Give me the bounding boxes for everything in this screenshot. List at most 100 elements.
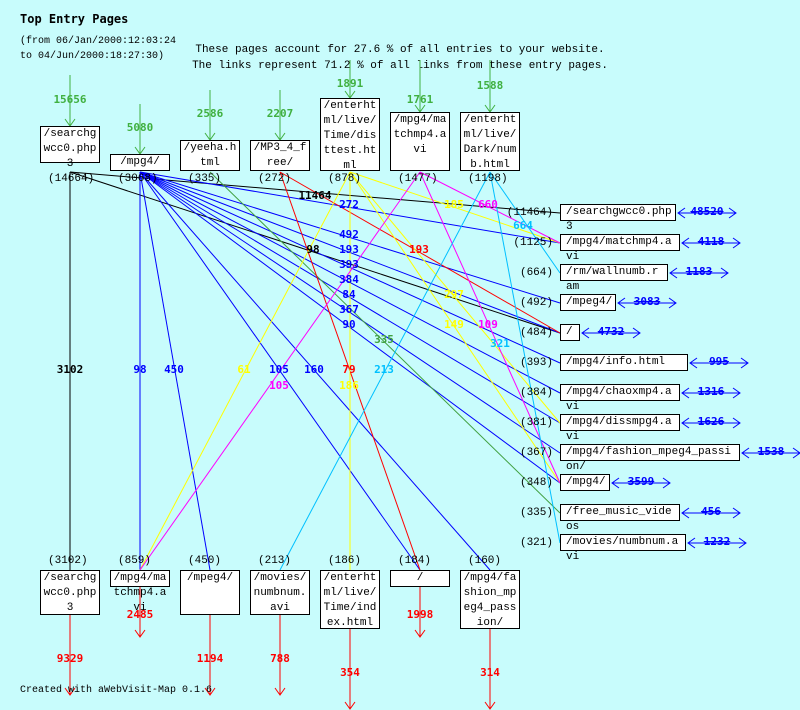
period-start: (from 06/Jan/2000:12:03:24 [20, 36, 177, 47]
entry-page-node[interactable]: /MP3_4_free/ [250, 140, 310, 171]
bottom-target-node[interactable]: /searchgwcc0.php3 [40, 570, 100, 615]
target-count: (11464) [506, 207, 553, 219]
link-count-label: 367 [339, 303, 359, 316]
link-count-label: 213 [374, 363, 394, 376]
link-count-label: 105 [269, 379, 289, 392]
entry-page-count: (1477) [398, 173, 438, 185]
bottom-target-node[interactable]: /movies/numbnum.avi [250, 570, 310, 615]
link-count-label: 664 [513, 219, 533, 232]
target-count: (213) [258, 555, 292, 567]
target-count: (492) [519, 297, 553, 309]
right-target-node[interactable]: /mpg4/chaoxmp4.avi [560, 384, 680, 413]
right-target-node[interactable]: /rm/wallnumb.ram [560, 264, 668, 293]
arrow-right-icon [632, 327, 641, 339]
onward-count-label: 48520 [690, 205, 724, 218]
exit-arrow-icon [414, 629, 426, 638]
exit-count-label: 2485 [126, 607, 154, 621]
arrow-left-icon [681, 237, 690, 249]
entry-page-node[interactable]: /mpg4/matchmp4.avi [390, 112, 450, 171]
bottom-target-node[interactable]: / [390, 570, 450, 587]
exit-count-label: 9329 [56, 652, 84, 665]
arrow-left-icon [611, 477, 620, 489]
link-count-label: 393 [339, 258, 359, 271]
page-title: Top Entry Pages [20, 12, 129, 26]
right-target-node[interactable]: /searchgwcc0.php3 [560, 204, 676, 233]
link-line [209, 171, 561, 514]
link-line [419, 171, 561, 484]
bottom-target-node[interactable]: /mpeg4/ [180, 570, 240, 615]
entry-page-count: (335) [188, 173, 222, 185]
target-count: (321) [519, 537, 553, 549]
bottom-target-node[interactable]: /mpg4/matchmp4.avi [110, 570, 170, 614]
right-target-node[interactable]: /mpg4/ [560, 474, 610, 491]
entry-page-count: (878) [328, 173, 362, 185]
right-target-node[interactable]: / [560, 324, 580, 341]
link-count-label: 335 [374, 333, 394, 346]
target-count: (381) [519, 417, 553, 429]
right-target-node[interactable]: /free_music_videos [560, 504, 680, 533]
target-count: (160) [468, 555, 502, 567]
arrow-right-icon [732, 417, 741, 429]
onward-count-label: 1316 [697, 385, 725, 398]
onward-count-label: 3083 [633, 295, 661, 308]
entry-page-node[interactable]: /enterhtml/live/Dark/numb.html [460, 112, 520, 171]
arrow-right-icon [792, 447, 800, 459]
onward-count-label: 1626 [697, 415, 725, 428]
footer-credit: Created with aWebVisit-Map 0.1.6 [20, 685, 213, 696]
arrow-left-icon [687, 537, 696, 549]
link-count-label: 98 [133, 363, 147, 376]
right-target-node[interactable]: /movies/numbnum.avi [560, 534, 686, 563]
right-target-node[interactable]: /mpg4/matchmp4.avi [560, 234, 680, 263]
link-count-label: 492 [339, 228, 359, 241]
link-line [489, 171, 561, 544]
exit-count-label: 788 [270, 652, 290, 665]
link-count-label: 61 [237, 363, 251, 376]
entry-page-node[interactable]: /yeeha.html [180, 140, 240, 171]
link-count-label: 98 [306, 243, 320, 256]
link-line [489, 171, 561, 274]
arrow-right-icon [732, 237, 741, 249]
entry-page-count: (14664) [48, 173, 95, 185]
arrow-left-icon [669, 267, 678, 279]
link-count-label: 149 [444, 318, 464, 331]
exit-arrow-icon [274, 687, 286, 696]
right-target-node[interactable]: /mpg4/info.html [560, 354, 688, 371]
target-count: (664) [519, 267, 553, 279]
link-line [139, 171, 491, 571]
target-count: (859) [118, 555, 152, 567]
bottom-target-node[interactable]: /mpg4/fashion_mpeg4_passion/ [460, 570, 520, 629]
right-target-node[interactable]: /mpg4/fashion_mpeg4_passion/ [560, 444, 740, 473]
entry-page-count: (272) [258, 173, 292, 185]
exit-arrow-icon [484, 701, 496, 710]
arrow-left-icon [741, 447, 750, 459]
right-target-node[interactable]: /mpeg4/ [560, 294, 616, 311]
target-count: (348) [519, 477, 553, 489]
summary-entries: These pages account for 27.6 % of all en… [195, 44, 605, 56]
entry-page-node[interactable]: /mpg4/ [110, 154, 170, 171]
onward-count-label: 4732 [597, 325, 625, 338]
link-count-label: 79 [342, 363, 356, 376]
target-count: (384) [519, 387, 553, 399]
exit-count-label: 314 [480, 666, 500, 679]
arrow-left-icon [681, 417, 690, 429]
target-count: (393) [519, 357, 553, 369]
entry-page-node[interactable]: /searchgwcc0.php3 [40, 126, 100, 170]
entry-count-label: 1761 [406, 93, 434, 106]
link-count-label: 297 [444, 288, 464, 301]
link-count-label: 193 [339, 243, 359, 256]
target-count: (484) [519, 327, 553, 339]
arrow-left-icon [617, 297, 626, 309]
link-count-label: 90 [342, 318, 356, 331]
entry-page-node[interactable]: /enterhtml/live/Time/disttest.html [320, 98, 380, 172]
bottom-target-node[interactable]: /enterhtml/live/Time/index.html [320, 570, 380, 629]
link-line [349, 171, 561, 424]
link-line [139, 171, 211, 571]
link-count-label: 185 [444, 198, 464, 211]
target-count: (335) [519, 507, 553, 519]
exit-arrow-icon [64, 687, 76, 696]
arrow-right-icon [662, 477, 671, 489]
link-count-label: 3102 [56, 363, 84, 376]
entry-count-label: 1891 [336, 77, 364, 90]
right-target-node[interactable]: /mpg4/dissmpg4.avi [560, 414, 680, 443]
